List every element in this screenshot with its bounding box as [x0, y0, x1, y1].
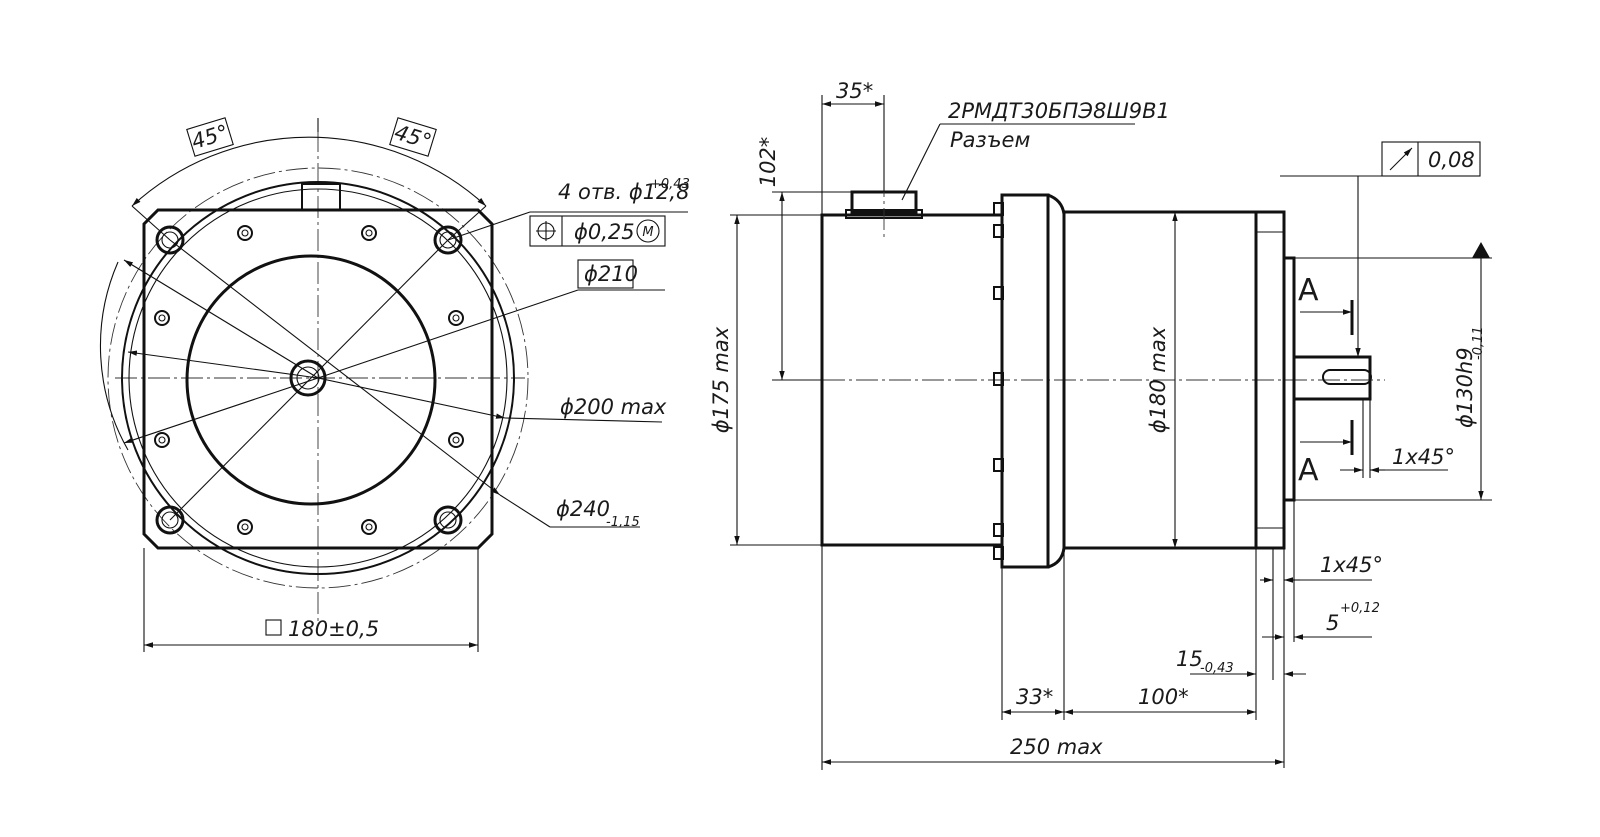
dim-175-text: ϕ175 max: [709, 326, 733, 433]
mounting-hole-bl: [155, 505, 185, 535]
holes-leader: [447, 211, 531, 241]
connector-code-text: 2РМДТ30БПЭ8Ш9В1: [948, 99, 1170, 123]
dia-200-label: ϕ200 max: [317, 377, 667, 423]
diag-line-bl-tr: [169, 239, 449, 521]
runout-tolerance-text: 0,08: [1428, 148, 1475, 172]
datum-triangle-icon: [1472, 242, 1490, 258]
connector-top-bump: [301, 183, 341, 211]
dim-5-tolerance: +0,12: [1340, 601, 1380, 616]
screw-hole: [154, 432, 170, 448]
dia-240-text: ϕ240: [556, 497, 610, 521]
housing-inner-circle: [128, 188, 508, 568]
dim-130-tolerance: -0,11: [1471, 326, 1486, 360]
dim-35-text: 35*: [836, 79, 873, 103]
diag-line-240: [123, 259, 319, 379]
section-mark-top: A: [1298, 273, 1354, 335]
angle-right-text: 45°: [392, 120, 435, 154]
angle-left-text: 45°: [189, 120, 232, 154]
pilot-circle: [185, 254, 437, 506]
chamfer-shaft-text: 1x45°: [1392, 445, 1455, 469]
holes-tolerance: +0,43: [650, 177, 690, 192]
runout-arrow-icon: [1389, 147, 1413, 171]
screw-hole: [361, 519, 377, 535]
dia-210-text: ϕ210: [584, 262, 638, 286]
dia240-arc: [99, 261, 129, 451]
mid-flange: [1000, 193, 1050, 569]
mmc-modifier-icon: [636, 219, 660, 243]
screw-hole: [448, 310, 464, 326]
square-dim-text: 180±0,5: [288, 617, 379, 641]
position-tolerance-value: ϕ0,25: [574, 220, 635, 244]
square-symbol-icon: [265, 619, 282, 636]
diag-line-tl-br: [169, 239, 501, 496]
section-a-top-text: A: [1298, 273, 1319, 308]
screw-hole: [448, 432, 464, 448]
dia-240-tolerance: -1,15: [606, 515, 640, 530]
angle-ext-left: [131, 205, 171, 241]
screw-hole: [154, 310, 170, 326]
mounting-hole-tl: [155, 225, 185, 255]
dim-250-text: 250 max: [1010, 735, 1103, 759]
diag-line-200-left: [127, 350, 319, 379]
shaft: [1292, 355, 1372, 401]
front-view: 45° 45° 4 отв. ϕ12,8 +0,43 ϕ0,25 M ϕ210: [99, 117, 690, 652]
section-mark-bottom: A: [1298, 420, 1354, 488]
angle-arc: [131, 136, 487, 207]
mmc-modifier-text: M: [642, 225, 653, 240]
housing-outer-circle: [121, 181, 515, 575]
dim-33-text: 33*: [1016, 685, 1053, 709]
runout-tolerance-frame: 0,08: [1355, 141, 1481, 357]
flange-bolts: [993, 202, 1004, 560]
angle-label-right: 45°: [389, 117, 437, 157]
section-a-bottom-text: A: [1298, 453, 1319, 488]
shaft-key: [1322, 369, 1372, 385]
angle-ext-right: [447, 205, 487, 241]
connector-callout: 2РМДТ30БПЭ8Ш9В1 Разъем: [901, 99, 1170, 201]
front-body: [1062, 210, 1258, 550]
dim-15-tolerance: -0,43: [1200, 661, 1234, 676]
flange-taper: [1047, 193, 1066, 569]
dia-200-text: ϕ200 max: [560, 395, 667, 419]
mounting-hole-br: [433, 505, 463, 535]
side-view: A A 35* 102* 2РМДТ30БПЭ8Ш9В1 Разъем: [709, 79, 1492, 770]
shaft-circle: [289, 359, 327, 397]
diag-line-210-left: [123, 377, 319, 444]
screw-hole: [361, 225, 377, 241]
connector-label-text: Разъем: [950, 128, 1030, 152]
mounting-hole-tr: [433, 225, 463, 255]
dim-180-text: ϕ180 max: [1146, 326, 1170, 433]
position-tolerance-frame: ϕ0,25 M: [529, 215, 666, 247]
dia-240-label: ϕ240 -1,15: [499, 494, 640, 530]
screw-hole: [237, 519, 253, 535]
dim-15-text: 15: [1176, 647, 1203, 671]
dim-100-text: 100*: [1138, 685, 1189, 709]
dim-102-text: 102*: [756, 137, 780, 188]
dim-130-text: ϕ130h9: [1453, 347, 1477, 428]
bolt-pitch-circle: [107, 167, 529, 589]
dim-5-text: 5: [1326, 611, 1339, 635]
dia-210-label: ϕ210: [317, 259, 665, 379]
screw-hole: [237, 225, 253, 241]
holes-note: 4 отв. ϕ12,8: [558, 180, 689, 204]
chamfer-flange-text: 1x45°: [1320, 553, 1383, 577]
